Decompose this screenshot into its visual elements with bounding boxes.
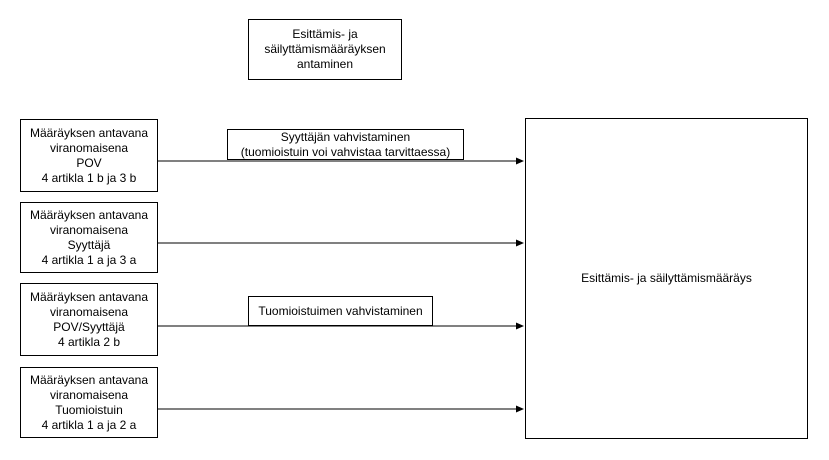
arrow-tuomioistuin-to-order <box>157 405 524 413</box>
result-box: Esittämis- ja säilyttämismääräys <box>525 118 808 439</box>
title-box: Esittämis- ja säilyttämismääräyksen anta… <box>248 19 402 80</box>
arrow-pov-to-order <box>157 157 524 165</box>
confirmation-box-tuomioistuin: Tuomioistuimen vahvistaminen <box>248 296 433 326</box>
arrow-pov-syyttaja-to-order <box>157 322 524 330</box>
source-box-pov-syyttaja: Määräyksen antavana viranomaisena POV/Sy… <box>20 283 158 356</box>
source-box-syyttaja: Määräyksen antavana viranomaisena Syyttä… <box>20 202 158 273</box>
arrow-syyttaja-to-order <box>157 239 524 247</box>
source-box-pov: Määräyksen antavana viranomaisena POV 4 … <box>20 119 158 192</box>
source-box-tuomioistuin: Määräyksen antavana viranomaisena Tuomio… <box>20 367 158 438</box>
confirmation-box-syyttaja: Syyttäjän vahvistaminen (tuomioistuin vo… <box>227 129 464 160</box>
